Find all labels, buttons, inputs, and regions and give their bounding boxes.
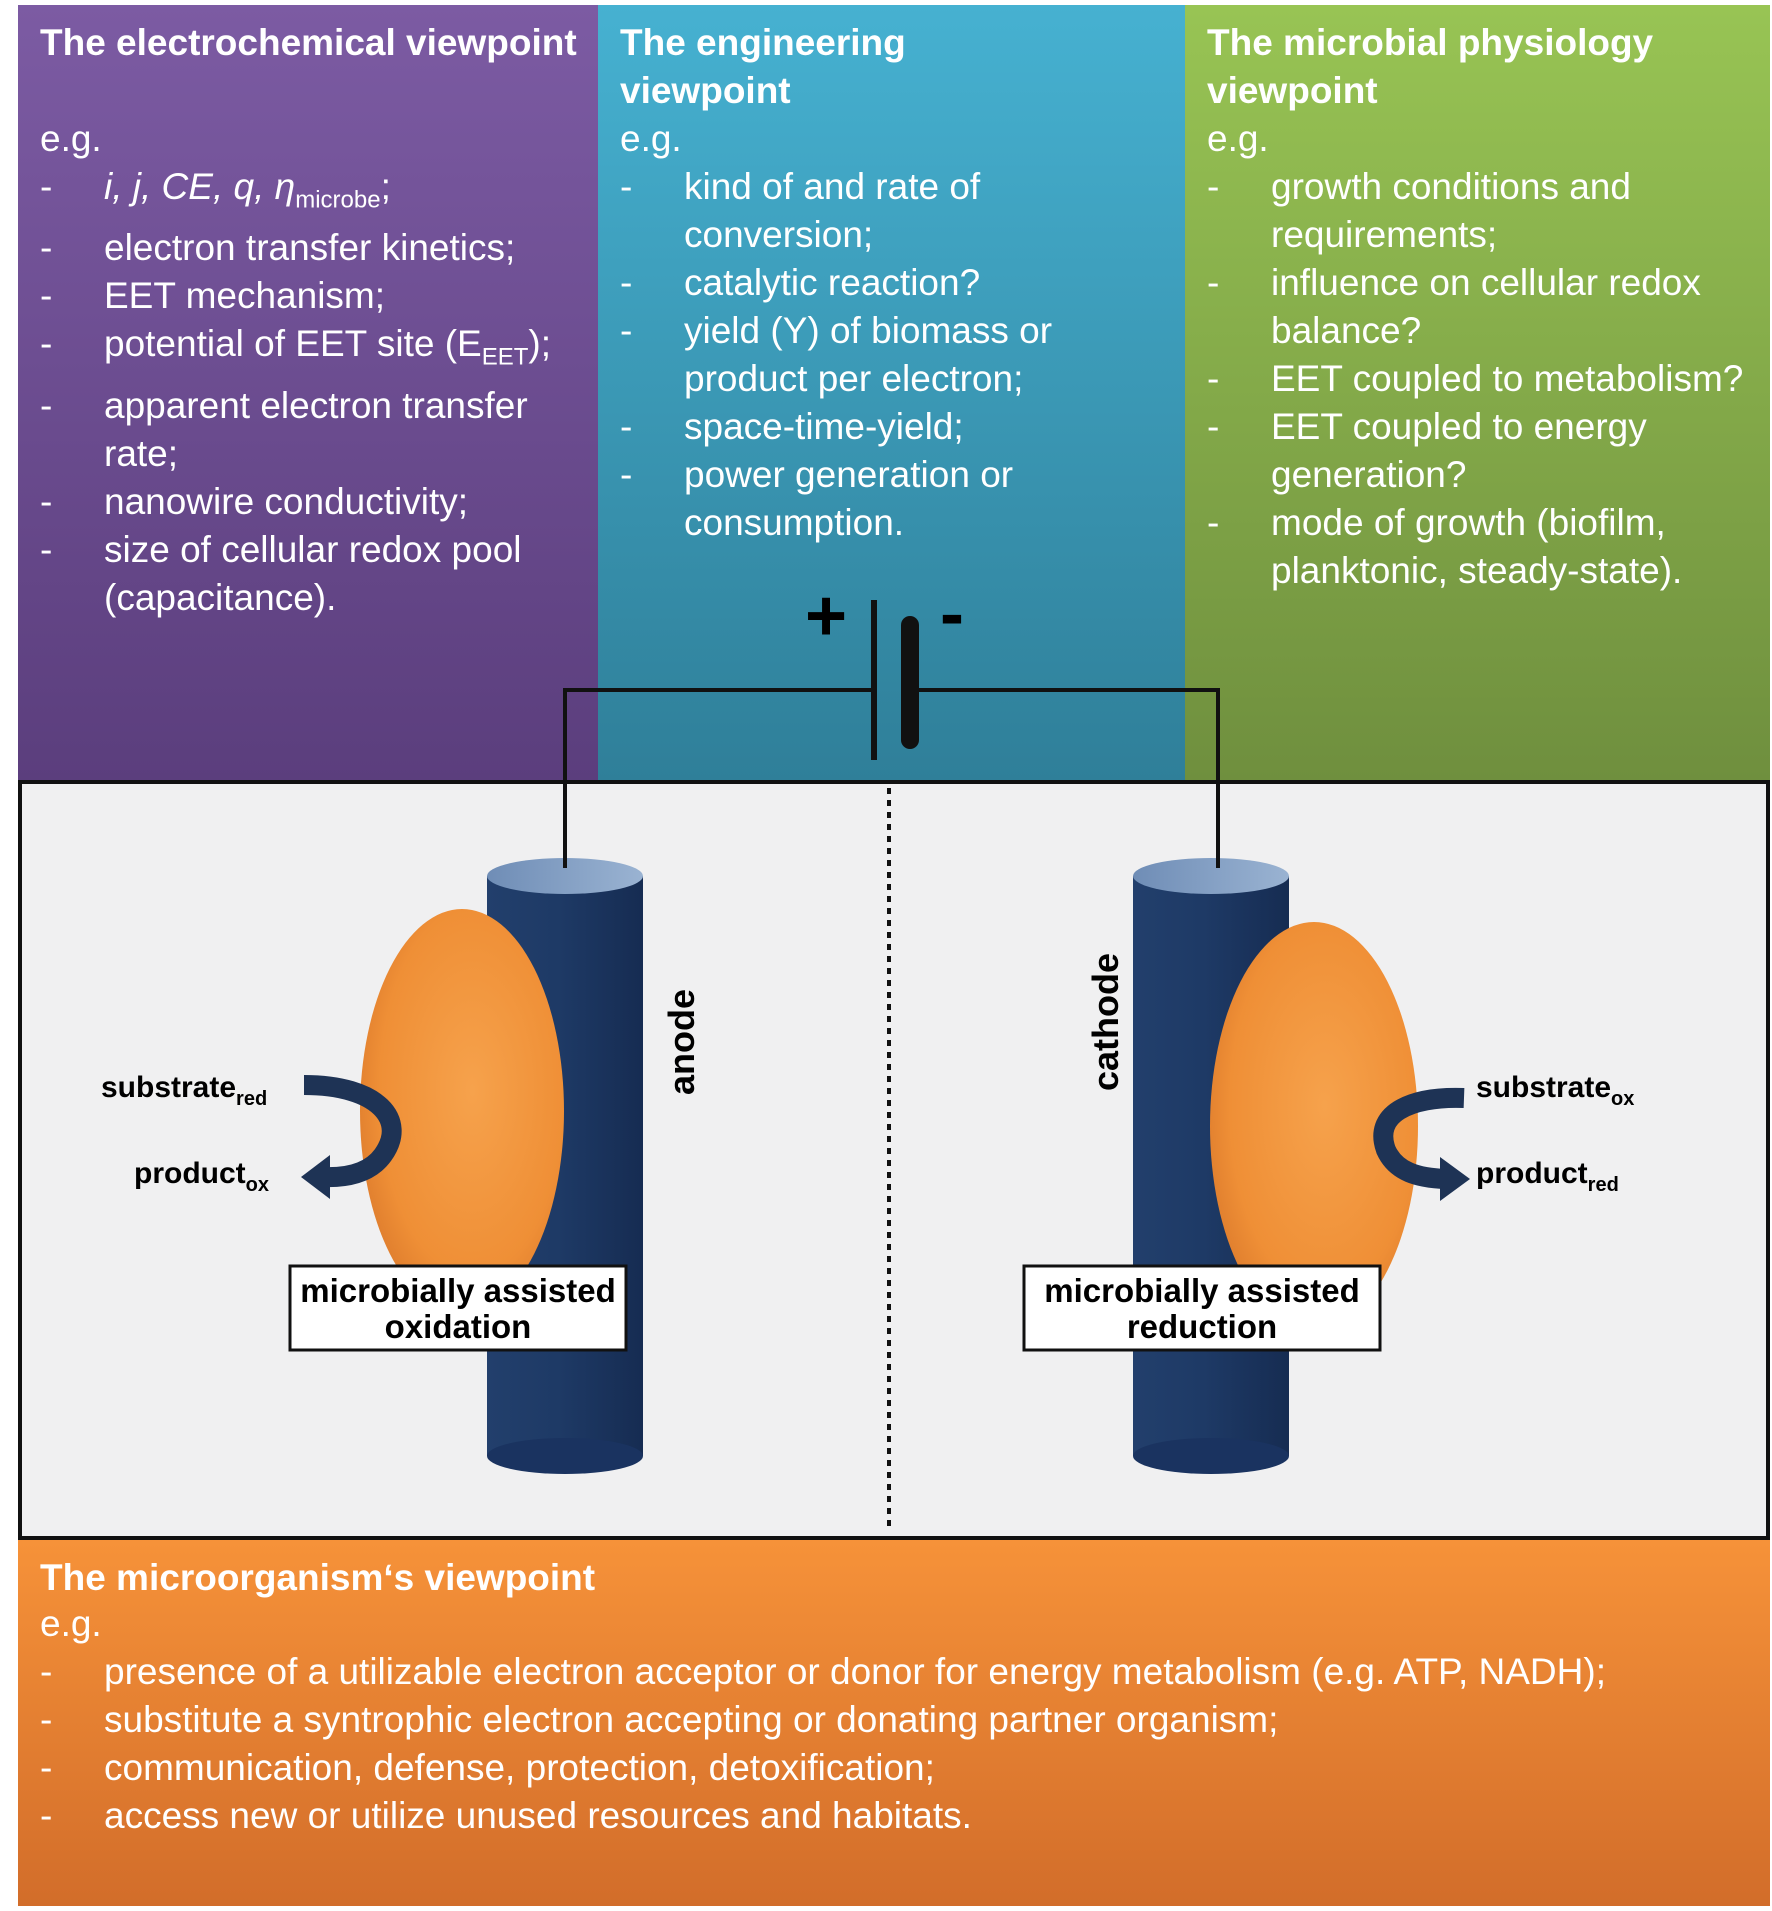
list-item: -growth conditions and requirements;: [1207, 166, 1631, 255]
microorganism-title: The microorganism‘s viewpoint: [40, 1557, 596, 1598]
list-item: -space-time-yield;: [620, 406, 964, 447]
electrochemical-eg: e.g.: [40, 118, 102, 159]
engineering-title: The engineering viewpoint: [620, 22, 906, 111]
microbial-list: -growth conditions and requirements; -in…: [1207, 163, 1747, 595]
list-item: -i, j, CE, q, ηmicrobe;: [40, 166, 391, 214]
list-item: -kind of and rate of conversion;: [620, 166, 981, 255]
oxidation-arrow: [303, 1075, 402, 1188]
engineering-viewpoint-panel: The engineering viewpoint e.g. -kind of …: [598, 5, 1185, 780]
reduction-box: [1022, 1264, 1382, 1352]
cathode-label: cathode: [1085, 953, 1126, 1091]
anode-top: [487, 858, 643, 894]
list-item: -size of cellular redox pool (capacitanc…: [40, 528, 522, 618]
microbe-cell-cathode: [1210, 922, 1418, 1330]
cathode-top: [1133, 858, 1289, 894]
list-item: -communication, defense, protection, det…: [40, 1747, 935, 1788]
list-item: -potential of EET site (EEET);: [40, 323, 552, 371]
list-item: -EET coupled to energy generation?: [1207, 406, 1647, 495]
list-item: -substitute a syntrophic electron accept…: [40, 1699, 1279, 1740]
list-item: -catalytic reaction?: [620, 262, 981, 303]
microbial-physiology-viewpoint-panel: The microbial physiology viewpoint e.g. …: [1185, 5, 1770, 780]
substrate-ox-label: substrateox: [1476, 1071, 1634, 1110]
cathode-bottom: [1133, 1438, 1289, 1474]
anode-bottom: [487, 1438, 643, 1474]
list-item: -apparent electron transfer rate;: [40, 384, 528, 474]
minus-sign: -: [940, 574, 964, 654]
list-item: -EET mechanism;: [40, 275, 386, 317]
reduction-box-line1: microbially assisted: [1044, 1272, 1359, 1309]
microorganism-viewpoint-panel: The microorganism‘s viewpoint e.g. -pres…: [18, 1540, 1770, 1906]
list-item: -power generation or consumption.: [620, 454, 1014, 543]
list-item: -mode of growth (biofilm, planktonic, st…: [1207, 502, 1683, 591]
reactor-chamber: [18, 780, 1770, 1540]
microbial-eg: e.g.: [1207, 118, 1269, 159]
microbial-title: The microbial physiology viewpoint: [1207, 22, 1654, 111]
microbe-cell-anode: [360, 909, 564, 1313]
list-item: -EET coupled to metabolism?: [1207, 358, 1744, 399]
electrochemical-viewpoint-panel: The electrochemical viewpoint e.g. -i, j…: [18, 5, 598, 780]
reduction-arrow: [1373, 1087, 1465, 1189]
list-item: -access new or utilize unused resources …: [40, 1795, 972, 1836]
product-red-label: productred: [1476, 1157, 1619, 1196]
electrochemical-list: -i, j, CE, q, ηmicrobe; -electron transf…: [40, 163, 585, 622]
product-ox-label: productox: [134, 1157, 269, 1196]
engineering-list: -kind of and rate of conversion; -cataly…: [620, 163, 1120, 547]
reduction-box-line2: reduction: [1127, 1308, 1277, 1345]
list-item: -influence on cellular redox balance?: [1207, 262, 1701, 351]
list-item: -electron transfer kinetics;: [40, 227, 516, 269]
reduction-arrowhead: [1440, 1157, 1470, 1201]
microorganism-list: -presence of a utilizable electron accep…: [40, 1648, 1750, 1840]
electrochemical-cell-schematic: anode substratered productox microbially…: [18, 780, 1770, 1540]
oxidation-box: [288, 1264, 628, 1352]
electrochemical-title: The electrochemical viewpoint: [40, 22, 577, 63]
substrate-red-label: substratered: [101, 1071, 267, 1110]
cathode-wire: [912, 688, 1220, 868]
list-item: -presence of a utilizable electron accep…: [40, 1651, 1606, 1692]
engineering-eg: e.g.: [620, 118, 682, 159]
list-item: -nanowire conductivity;: [40, 480, 469, 522]
plus-sign: +: [805, 576, 847, 656]
anode-wire: [563, 688, 872, 868]
anode-label: anode: [661, 989, 702, 1095]
oxidation-box-line1: microbially assisted: [300, 1272, 615, 1309]
microorganism-eg: e.g.: [40, 1603, 102, 1644]
list-item: -yield (Y) of biomass or product per ele…: [620, 310, 1053, 399]
oxidation-box-line2: oxidation: [385, 1308, 532, 1345]
oxidation-arrowhead: [301, 1155, 330, 1199]
